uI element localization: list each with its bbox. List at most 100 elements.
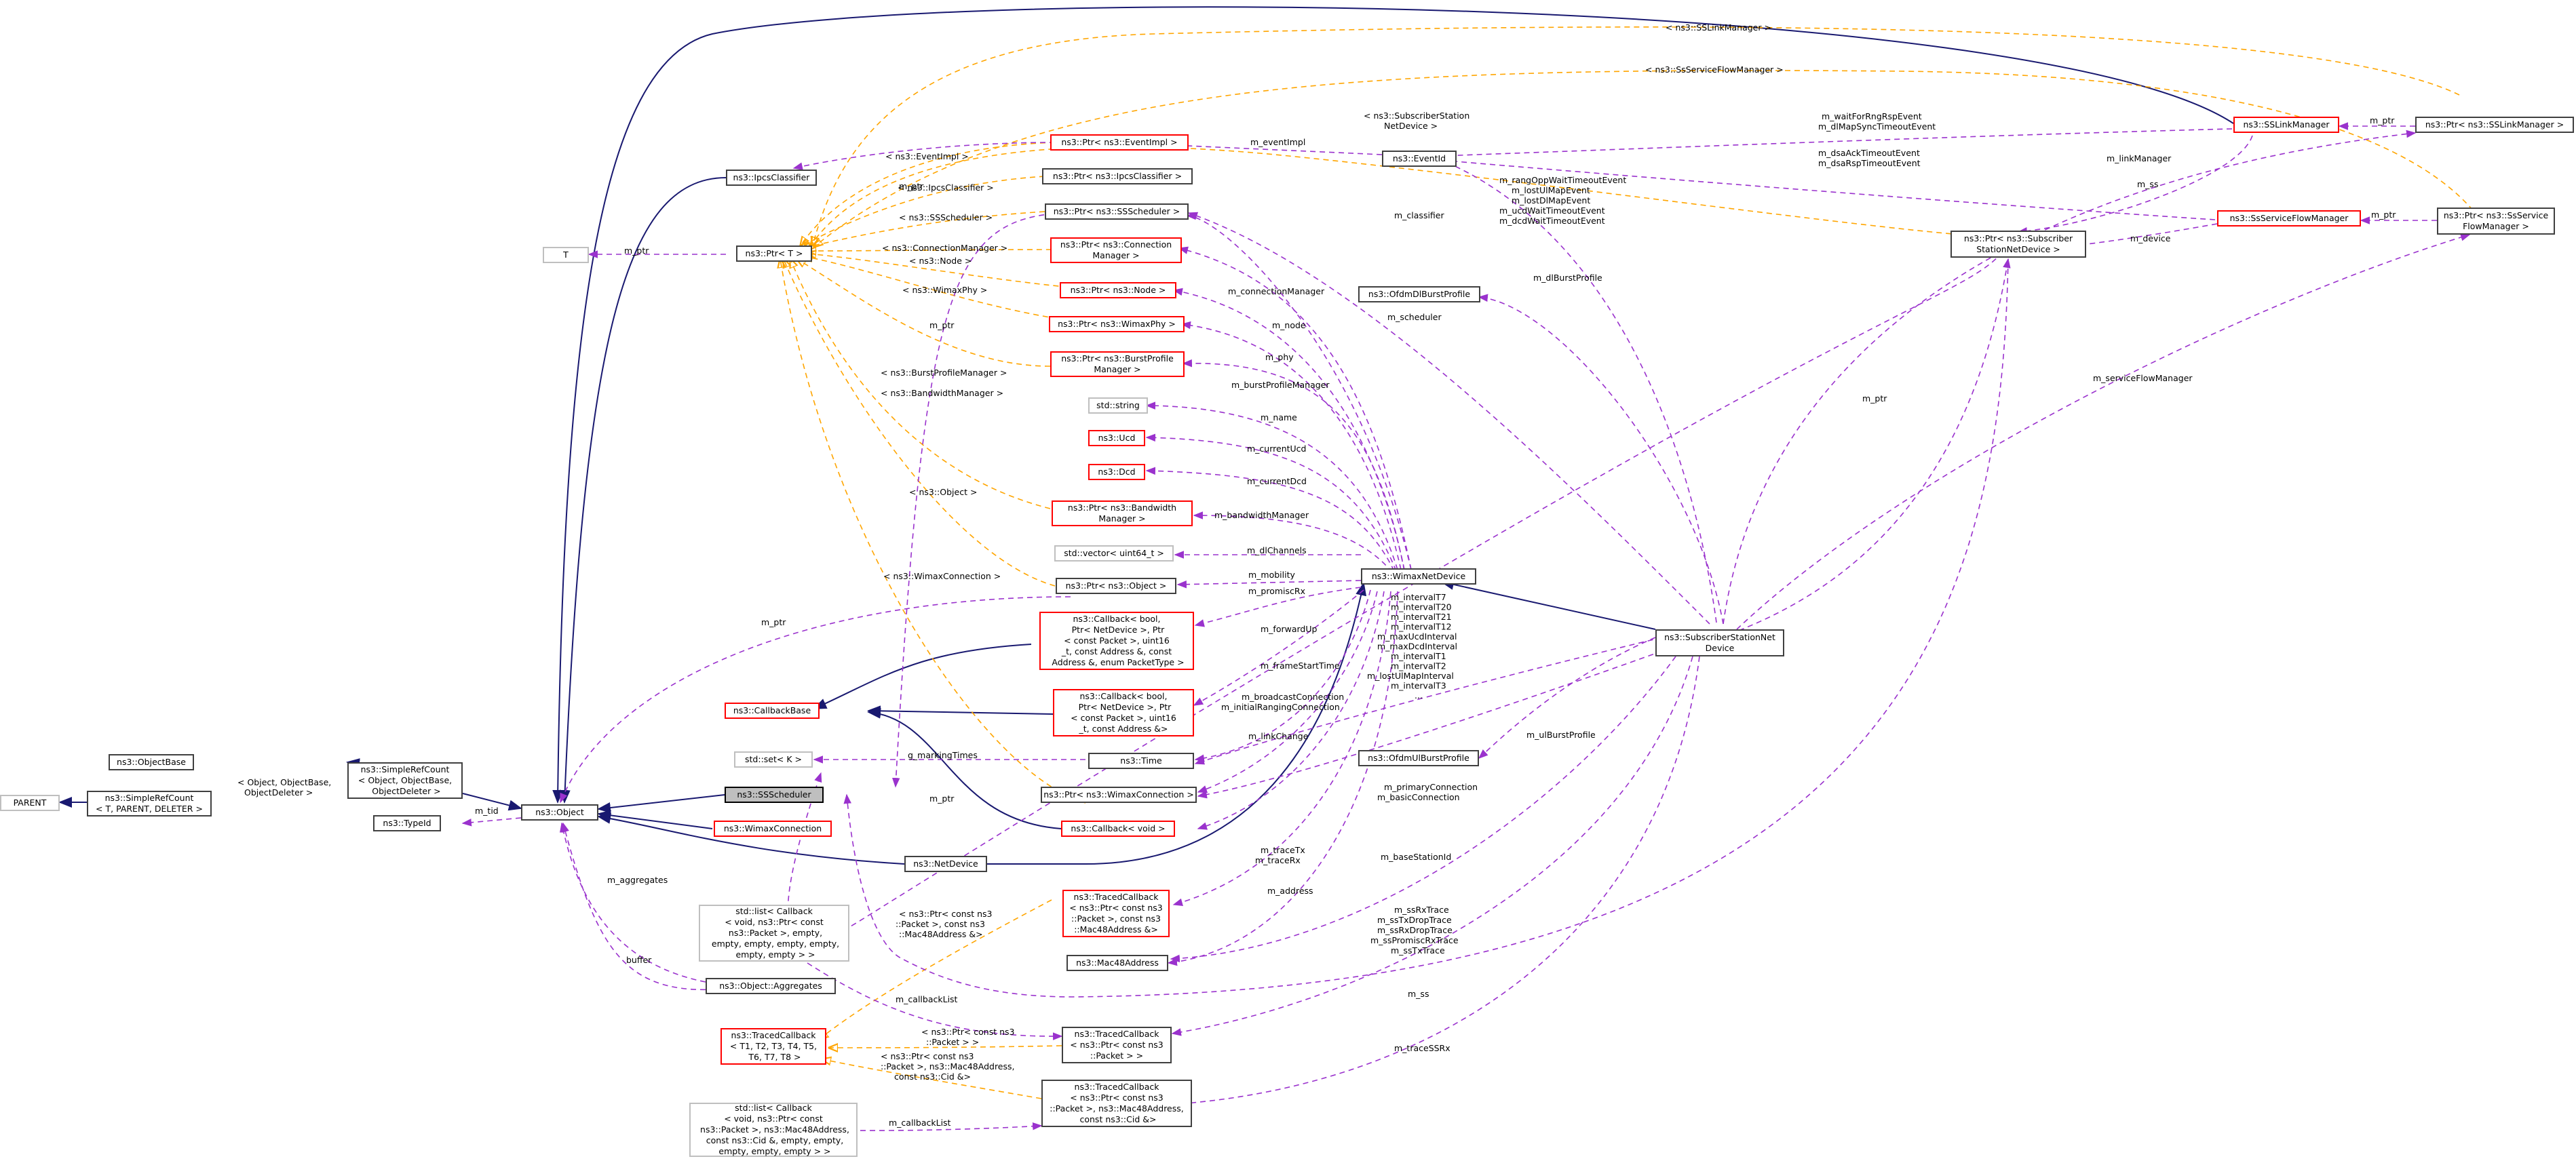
node-dcd[interactable]: ns3::Dcd xyxy=(1088,464,1145,480)
label-m-linkmanager: m_linkManager xyxy=(2107,153,2172,163)
node-ptr-ssscheduler[interactable]: ns3::Ptr< ns3::SSScheduler > xyxy=(1045,203,1189,220)
label-tmpl-subscriber: < ns3::SubscriberStation NetDevice > xyxy=(1364,111,1472,131)
node-mac48address[interactable]: ns3::Mac48Address xyxy=(1066,955,1168,971)
node-ptr-wimaxconnection[interactable]: ns3::Ptr< ns3::WimaxConnection > xyxy=(1041,787,1197,803)
node-parent[interactable]: PARENT xyxy=(0,795,60,811)
node-traced-callback-mac[interactable]: ns3::TracedCallback < ns3::Ptr< const ns… xyxy=(1062,890,1170,937)
label-m-ss: m_ss xyxy=(1408,989,1429,999)
node-ptr-burstprofile-manager[interactable]: ns3::Ptr< ns3::BurstProfile Manager > xyxy=(1050,351,1185,377)
node-eventid[interactable]: ns3::EventId xyxy=(1382,151,1457,167)
node-wimax-connection[interactable]: ns3::WimaxConnection xyxy=(714,821,832,837)
node-ptr-ssservice[interactable]: ns3::Ptr< ns3::SsService FlowManager > xyxy=(2437,208,2555,235)
node-traced-callback-cid[interactable]: ns3::TracedCallback < ns3::Ptr< const ns… xyxy=(1041,1080,1192,1127)
node-ptr-connection-manager[interactable]: ns3::Ptr< ns3::Connection Manager > xyxy=(1050,237,1182,263)
label-m-aggregates: m_aggregates xyxy=(607,875,668,885)
node-subscriber-netdevice[interactable]: ns3::SubscriberStationNet Device xyxy=(1655,629,1784,656)
label-tmpl-connmgr: < ns3::ConnectionManager > xyxy=(882,243,1007,253)
node-std-list-callback-1[interactable]: std::list< Callback < void, ns3::Ptr< co… xyxy=(699,905,849,962)
node-callback-promisc[interactable]: ns3::Callback< bool, Ptr< NetDevice >, P… xyxy=(1039,612,1194,670)
node-traced-callback-t[interactable]: ns3::TracedCallback < T1, T2, T3, T4, T5… xyxy=(720,1028,826,1065)
label-tmpl-sslinkmgr: < ns3::SSLinkManager > xyxy=(1666,22,1771,33)
label-m-callbacklist2: m_callbackList xyxy=(889,1118,951,1128)
label-primary-basic: m_primaryConnection m_basicConnection xyxy=(1377,782,1480,802)
label-simplerefcount-tmpl: < Object, ObjectBase, ObjectDeleter > xyxy=(237,777,334,798)
node-ofdm-dl-burstprofile[interactable]: ns3::OfdmDlBurstProfile xyxy=(1358,286,1480,302)
node-object-aggregates[interactable]: ns3::Object::Aggregates xyxy=(706,978,836,994)
node-ipcs-classifier[interactable]: ns3::IpcsClassifier xyxy=(726,170,817,186)
node-ptr-sslinkmanager[interactable]: ns3::Ptr< ns3::SSLinkManager > xyxy=(2415,117,2574,133)
label-g-markingtimes: g_markingTimes xyxy=(908,750,978,760)
edge-netdevice-object xyxy=(597,813,905,865)
node-traced-callback-packet[interactable]: ns3::TracedCallback < ns3::Ptr< const ns… xyxy=(1062,1027,1172,1063)
node-time[interactable]: ns3::Time xyxy=(1088,753,1194,769)
label-dsa-events: m_dsaAckTimeoutEvent m_dsaRspTimeoutEven… xyxy=(1818,148,1923,168)
node-std-vector[interactable]: std::vector< uint64_t > xyxy=(1054,545,1174,562)
node-callback-void[interactable]: ns3::Callback< void > xyxy=(1061,821,1175,837)
label-tmpl-ssservice: < ns3::SsServiceFlowManager > xyxy=(1645,64,1784,75)
node-wimax-netdevice[interactable]: ns3::WimaxNetDevice xyxy=(1361,568,1476,585)
label-m-burstprofile-manager: m_burstProfileManager xyxy=(1231,380,1330,390)
node-simplerefcount-object[interactable]: ns3::SimpleRefCount < Object, ObjectBase… xyxy=(347,762,463,799)
label-tmpl-packet: < ns3::Ptr< const ns3 ::Packet > > xyxy=(921,1027,1017,1047)
node-ptr-bandwidth-manager[interactable]: ns3::Ptr< ns3::Bandwidth Manager > xyxy=(1052,500,1193,526)
label-m-ulburstprofile: m_ulBurstProfile xyxy=(1526,730,1596,740)
node-ptr-eventimpl[interactable]: ns3::Ptr< ns3::EventImpl > xyxy=(1050,134,1189,151)
node-std-string[interactable]: std::string xyxy=(1088,397,1148,414)
node-object[interactable]: ns3::Object xyxy=(521,804,598,821)
label-m-mobility: m_mobility xyxy=(1248,570,1296,580)
edge-netdevice-wimaxnetdevice xyxy=(987,582,1367,865)
edge-callbackforward-callbackbase xyxy=(867,705,1054,717)
label-m-current-dcd: m_currentDcd xyxy=(1247,476,1307,486)
label-sf-m-ptr: m_ptr xyxy=(2371,210,2396,220)
node-callback-forward[interactable]: ns3::Callback< bool, Ptr< NetDevice >, P… xyxy=(1053,689,1194,736)
node-t[interactable]: T xyxy=(543,247,589,263)
node-ptr-t[interactable]: ns3::Ptr< T > xyxy=(736,245,812,262)
label-tmpl-ssscheduler: < ns3::SSScheduler > xyxy=(899,212,993,222)
label-m-scheduler: m_scheduler xyxy=(1387,312,1442,322)
label-tmpl-mac: < ns3::Ptr< const ns3 ::Packet >, const … xyxy=(896,909,995,939)
label-m-tid: m_tid xyxy=(475,806,499,816)
label-m-classifier: m_classifier xyxy=(1394,210,1444,220)
node-ucd[interactable]: ns3::Ucd xyxy=(1088,430,1145,446)
label-m-dlburstprofile: m_dlBurstProfile xyxy=(1533,273,1602,283)
label-tmpl-eventimpl: < ns3::EventImpl > xyxy=(885,151,969,161)
node-typeid[interactable]: ns3::TypeId xyxy=(373,815,441,831)
label-tmpl-bandwidth: < ns3::BandwidthManager > xyxy=(881,388,1003,398)
node-std-list-callback-2[interactable]: std::list< Callback < void, ns3::Ptr< co… xyxy=(689,1103,858,1157)
node-objectbase[interactable]: ns3::ObjectBase xyxy=(109,754,194,770)
label-m-eventimpl: m_eventImpl xyxy=(1250,137,1305,147)
label-obj-m-ptr: m_ptr xyxy=(761,617,786,627)
node-ptr-subscriber[interactable]: ns3::Ptr< ns3::Subscriber StationNetDevi… xyxy=(1950,231,2086,258)
label-tmpl-wimaxphy: < ns3::WimaxPhy > xyxy=(902,285,987,295)
label-ipcs-m-ptr: m_ptr xyxy=(899,181,924,191)
node-ptr-wimaxphy[interactable]: ns3::Ptr< ns3::WimaxPhy > xyxy=(1049,316,1185,332)
label-m-bandwidth-manager: m_bandwidthManager xyxy=(1214,510,1309,520)
node-netdevice[interactable]: ns3::NetDevice xyxy=(904,856,987,872)
node-sslinkmanager[interactable]: ns3::SSLinkManager xyxy=(2233,117,2339,133)
edge-sslinkmanager-object xyxy=(552,6,2234,804)
edge-callbackvoid-callbackbase xyxy=(867,707,1062,829)
edge-callbackpromisc-callbackbase xyxy=(813,644,1032,709)
label-m-framestarttime: m_frameStartTime xyxy=(1261,661,1340,671)
label-m-current-ucd: m_currentUcd xyxy=(1247,444,1306,454)
node-ptr-ipcsclassifier[interactable]: ns3::Ptr< ns3::IpcsClassifier > xyxy=(1042,168,1193,184)
label-m-connection-manager: m_connectionManager xyxy=(1228,286,1325,296)
node-ofdm-ul-burstprofile[interactable]: ns3::OfdmUlBurstProfile xyxy=(1358,750,1479,766)
node-callbackbase[interactable]: ns3::CallbackBase xyxy=(725,703,820,719)
label-m-address: m_address xyxy=(1267,886,1313,896)
node-simplerefcount-t[interactable]: ns3::SimpleRefCount < T, PARENT, DELETER… xyxy=(87,791,212,816)
label-m-basestationid: m_baseStationId xyxy=(1381,852,1451,862)
node-ssscheduler[interactable]: ns3::SSScheduler xyxy=(725,787,824,803)
node-std-set[interactable]: std::set< K > xyxy=(734,751,813,768)
node-ssserviceflowmanager[interactable]: ns3::SsServiceFlowManager xyxy=(2217,210,2361,227)
node-ptr-node[interactable]: ns3::Ptr< ns3::Node > xyxy=(1060,282,1176,298)
label-wait-events: m_waitForRngRspEvent m_dlMapSyncTimeoutE… xyxy=(1818,111,1936,132)
node-ptr-object[interactable]: ns3::Ptr< ns3::Object > xyxy=(1056,578,1176,594)
label-tmpl-burstprofile: < ns3::BurstProfileManager > xyxy=(881,368,1007,378)
label-trace-txrx: m_traceTx m_traceRx xyxy=(1255,845,1308,865)
edge-simplerefcount-object xyxy=(462,793,522,811)
label-broadcast-init: m_broadcastConnection m_initialRangingCo… xyxy=(1221,692,1347,712)
label-m-device: m_device xyxy=(2130,233,2171,243)
